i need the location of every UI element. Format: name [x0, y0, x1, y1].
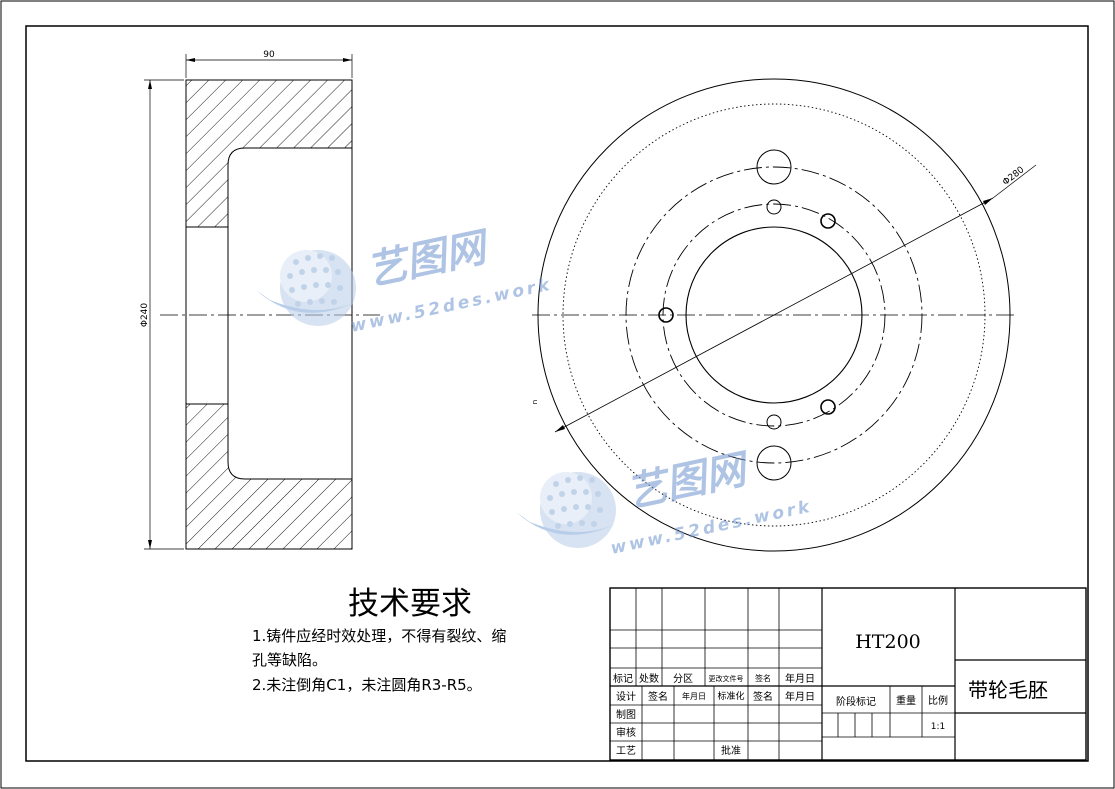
- title-block-text: HT200 带轮毛胚 标记 处数 分区 更改文件号 签名 年月日 设计 签名 年…: [613, 631, 1048, 757]
- hole-top-large: [756, 149, 792, 185]
- tech-requirement-line-3: 2.未注倒角C1，未注圆角R3-R5。: [252, 676, 482, 694]
- watermark-globe-icon: [516, 472, 620, 548]
- watermark-globe-icon: [256, 250, 360, 326]
- watermark-brand: 艺图网: [363, 224, 496, 295]
- hole-upper-right: [820, 213, 836, 229]
- section-hatch-bottom: [185, 403, 353, 550]
- header-sign: 签名: [755, 673, 771, 683]
- standardize-label: 标准化: [717, 690, 744, 702]
- process-label: 工艺: [616, 745, 636, 757]
- inner-frame: [25, 25, 1089, 762]
- sign-label-2: 签名: [648, 690, 668, 703]
- title-block: [609, 587, 1087, 761]
- dim-width-label: 90: [263, 50, 275, 60]
- dim-outer-diameter-label: Φ280: [1001, 165, 1026, 188]
- tech-requirement-line-2: 孔等缺陷。: [252, 651, 327, 669]
- section-hatch-top: [185, 79, 353, 228]
- dim-diameter-label: Φ240: [140, 303, 150, 328]
- stage-mark-label: 阶段标记: [836, 695, 876, 708]
- front-section-view: 90 Φ240: [140, 50, 380, 550]
- header-mark: 标记: [613, 673, 633, 685]
- part-name-label: 带轮毛胚: [968, 678, 1048, 702]
- review-label: 审核: [616, 726, 636, 739]
- watermark-1: 艺图网 www.52des.work: [256, 224, 554, 337]
- scale-label: 比例: [928, 694, 948, 707]
- header-change-doc: 更改文件号: [709, 674, 744, 683]
- hole-bottom-large: [756, 445, 792, 481]
- header-zone: 分区: [673, 673, 693, 685]
- drawing-label: 制图: [616, 708, 636, 721]
- header-count: 处数: [639, 672, 659, 685]
- weight-label: 重量: [896, 694, 916, 707]
- watermark-brand: 艺图网: [623, 446, 756, 517]
- material-label: HT200: [855, 631, 921, 653]
- tech-requirements: 技术要求 1.铸件应经时效处理，不得有裂纹、缩 孔等缺陷。 2.未注倒角C1，未…: [252, 586, 506, 694]
- scale-value: 1:1: [931, 722, 945, 732]
- sign-label-3: 签名: [753, 690, 773, 703]
- hole-bottom-small: [766, 414, 782, 430]
- tech-requirements-title: 技术要求: [348, 586, 472, 622]
- date-label-2: 年月日: [682, 691, 706, 701]
- end-view: Φ280 n: [531, 78, 1037, 552]
- date-label-3: 年月日: [785, 690, 815, 703]
- approve-label: 批准: [721, 744, 741, 757]
- tech-requirement-line-1: 1.铸件应经时效处理，不得有裂纹、缩: [252, 627, 506, 645]
- small-mark-label: n: [531, 400, 539, 404]
- hole-lower-right: [820, 399, 836, 415]
- header-date: 年月日: [785, 672, 815, 685]
- design-label: 设计: [616, 690, 636, 703]
- hole-top-small: [766, 199, 782, 215]
